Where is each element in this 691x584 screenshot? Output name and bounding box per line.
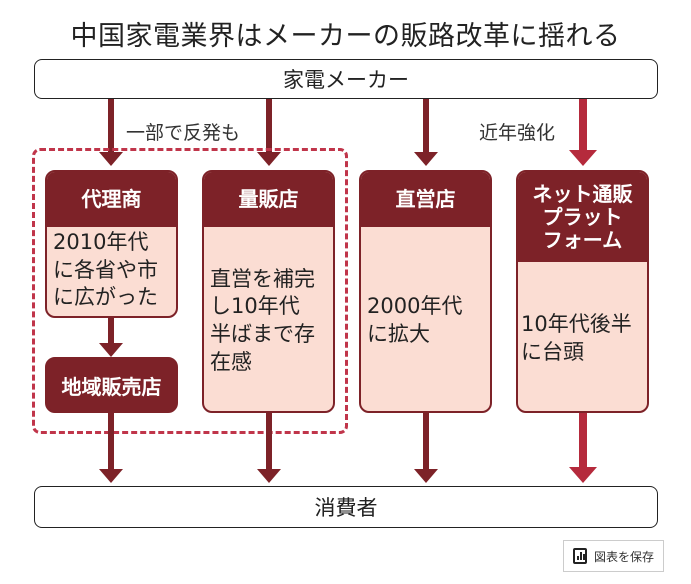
card-local-store: 地域販売店: [45, 357, 178, 413]
arrowhead: [257, 152, 281, 166]
text-line: 2000年代: [367, 294, 463, 319]
card-direct-store-title: 直営店: [361, 172, 490, 227]
text-line: 半ばまで存: [210, 322, 315, 346]
card-agent-body: 2010年代 に各省や市 に広がった: [47, 227, 176, 316]
chart-icon: [572, 548, 587, 564]
card-mass-retailer-body: 直営を補完 し10年代 半ばまで存 在感: [204, 227, 333, 411]
arrow-massretail-to-consumer: [266, 413, 272, 471]
arrow-agent-to-local: [108, 318, 114, 346]
title-line: フォーム: [542, 227, 623, 252]
arrowhead: [257, 469, 281, 483]
card-direct-store-title-text: 直営店: [395, 187, 456, 211]
arrowhead: [569, 467, 597, 483]
card-mass-retailer-title-text: 量販店: [238, 187, 299, 211]
text-line: に広がった: [53, 285, 158, 310]
card-agent-title-text: 代理商: [81, 187, 142, 211]
card-online-platform-title: ネット通販 プラット フォーム: [518, 172, 647, 262]
page-title: 中国家電業界はメーカーの販路改革に揺れる: [70, 21, 621, 52]
group-note: 一部で反発も: [124, 118, 243, 145]
text-line: し10年代: [210, 294, 300, 319]
text-line: 在感: [210, 349, 252, 374]
card-online-platform: ネット通販 プラット フォーム 10年代後半 に台頭: [516, 170, 649, 413]
manufacturer-node: 家電メーカー: [34, 59, 658, 99]
arrowhead: [99, 343, 123, 357]
card-direct-store: 直営店 2000年代 に拡大: [359, 170, 492, 413]
card-online-platform-body: 10年代後半 に台頭: [518, 262, 647, 411]
title-line: プラット: [542, 204, 623, 229]
save-chart-label: 図表を保存: [593, 549, 654, 564]
card-local-store-title: 地域販売店: [61, 374, 162, 399]
card-agent: 代理商 2010年代 に各省や市 に広がった: [45, 170, 178, 318]
text-line: に台頭: [521, 339, 584, 364]
text-line: に各省や市: [53, 257, 158, 282]
arrow-maker-to-massretail: [266, 99, 272, 154]
arrow-direct-to-consumer: [423, 413, 429, 471]
arrow-maker-to-agent: [108, 99, 114, 154]
arrowhead: [99, 469, 123, 483]
arrowhead: [414, 469, 438, 483]
manufacturer-label: 家電メーカー: [283, 68, 409, 92]
arrowhead: [99, 152, 123, 166]
group-outline: [32, 148, 348, 434]
arrowhead: [569, 150, 597, 166]
card-mass-retailer-title: 量販店: [204, 172, 333, 227]
text-line: 直営を補完: [210, 266, 315, 291]
consumer-label: 消費者: [314, 496, 378, 520]
text-line: に拡大: [367, 322, 430, 346]
text-line: 10年代後半: [521, 311, 632, 336]
card-direct-store-body: 2000年代 に拡大: [361, 227, 490, 411]
arrow-maker-to-online: [579, 99, 587, 152]
strengthen-note: 近年強化: [477, 118, 558, 145]
title-line: ネット通販: [532, 181, 633, 206]
text-line: 2010年代: [53, 230, 149, 254]
arrowhead: [414, 152, 438, 166]
save-chart-button[interactable]: 図表を保存: [563, 540, 664, 572]
card-mass-retailer: 量販店 直営を補完 し10年代 半ばまで存 在感: [202, 170, 335, 413]
card-agent-title: 代理商: [47, 172, 176, 227]
arrow-online-to-consumer: [579, 413, 587, 469]
consumer-node: 消費者: [34, 486, 658, 528]
arrow-local-to-consumer: [108, 413, 114, 471]
arrow-maker-to-direct: [423, 99, 429, 154]
